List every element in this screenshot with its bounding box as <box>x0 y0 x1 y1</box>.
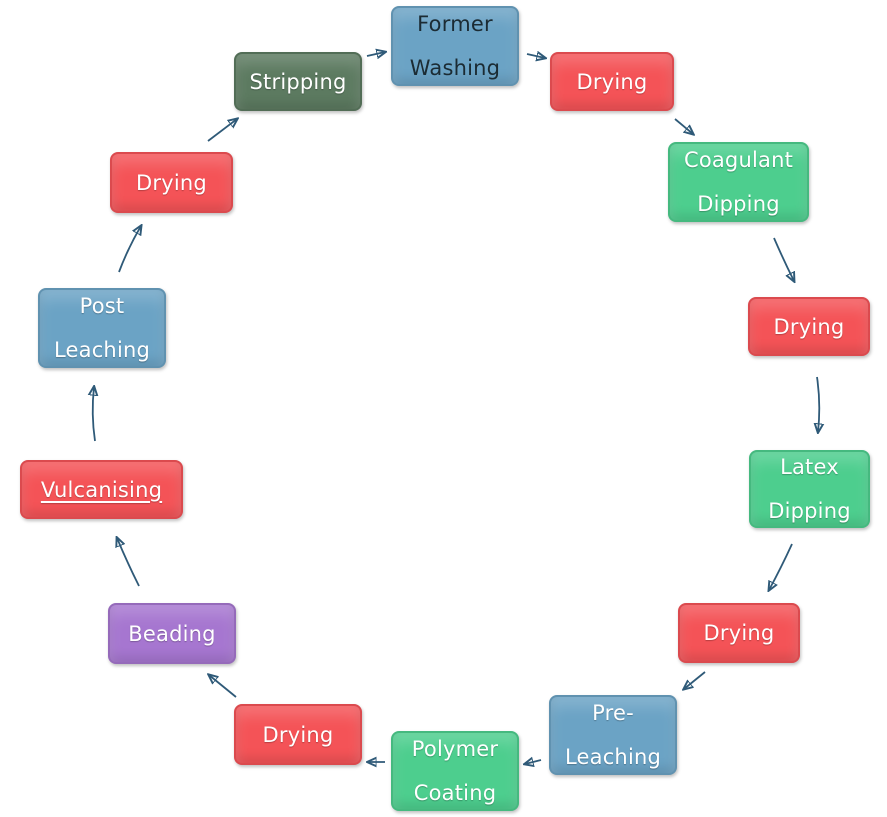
node-pre-leaching-label: Pre- Leaching <box>564 701 662 769</box>
node-coagulant-dipping-label: Coagulant Dipping <box>683 148 794 216</box>
node-latex-dipping-label: Latex Dipping <box>768 455 851 523</box>
arrow-vulcanising-to-postleaching <box>93 387 95 442</box>
arrow-latex-to-drying <box>769 543 793 590</box>
node-pre-leaching: Pre- Leaching <box>549 695 677 775</box>
node-drying-5: Drying <box>110 152 233 213</box>
node-drying-4: Drying <box>234 704 362 765</box>
node-beading-label: Beading <box>128 621 216 646</box>
node-drying-2-label: Drying <box>773 314 845 339</box>
arrow-drying-to-preleaching <box>684 671 706 689</box>
arrow-washing-to-drying <box>526 54 545 58</box>
node-post-leaching-label: Post Leaching <box>53 294 151 362</box>
node-former-washing-label: Former Washing <box>409 12 501 80</box>
arrow-coagulant-to-drying <box>773 237 794 281</box>
node-former-washing: Former Washing <box>391 6 519 86</box>
node-vulcanising: Vulcanising <box>20 460 183 519</box>
arrow-postleaching-to-drying <box>118 226 141 273</box>
node-post-leaching: Post Leaching <box>38 288 166 368</box>
node-polymer-coating-label: Polymer Coating <box>411 737 499 805</box>
node-drying-3: Drying <box>678 603 800 663</box>
arrow-drying-to-stripping <box>207 119 237 142</box>
node-stripping-label: Stripping <box>249 69 347 94</box>
node-drying-4-label: Drying <box>262 722 334 747</box>
arrow-drying-to-latex <box>817 376 819 432</box>
node-stripping: Stripping <box>234 52 362 111</box>
node-drying-3-label: Drying <box>703 621 775 645</box>
arrow-drying-to-beading <box>209 675 237 698</box>
node-beading: Beading <box>108 603 236 664</box>
node-drying-2: Drying <box>748 297 870 356</box>
node-drying-1-label: Drying <box>576 69 648 94</box>
arrow-beading-to-vulcanising <box>117 538 140 587</box>
node-latex-dipping: Latex Dipping <box>749 450 870 528</box>
arrow-stripping-to-washing <box>366 52 385 56</box>
node-vulcanising-label: Vulcanising <box>40 477 163 502</box>
node-drying-1: Drying <box>550 52 674 111</box>
node-coagulant-dipping: Coagulant Dipping <box>668 142 809 222</box>
arrow-preleaching-to-polymer <box>525 760 542 764</box>
arrow-drying-to-coagulant <box>674 118 693 134</box>
node-polymer-coating: Polymer Coating <box>391 731 519 811</box>
node-drying-5-label: Drying <box>136 170 207 195</box>
